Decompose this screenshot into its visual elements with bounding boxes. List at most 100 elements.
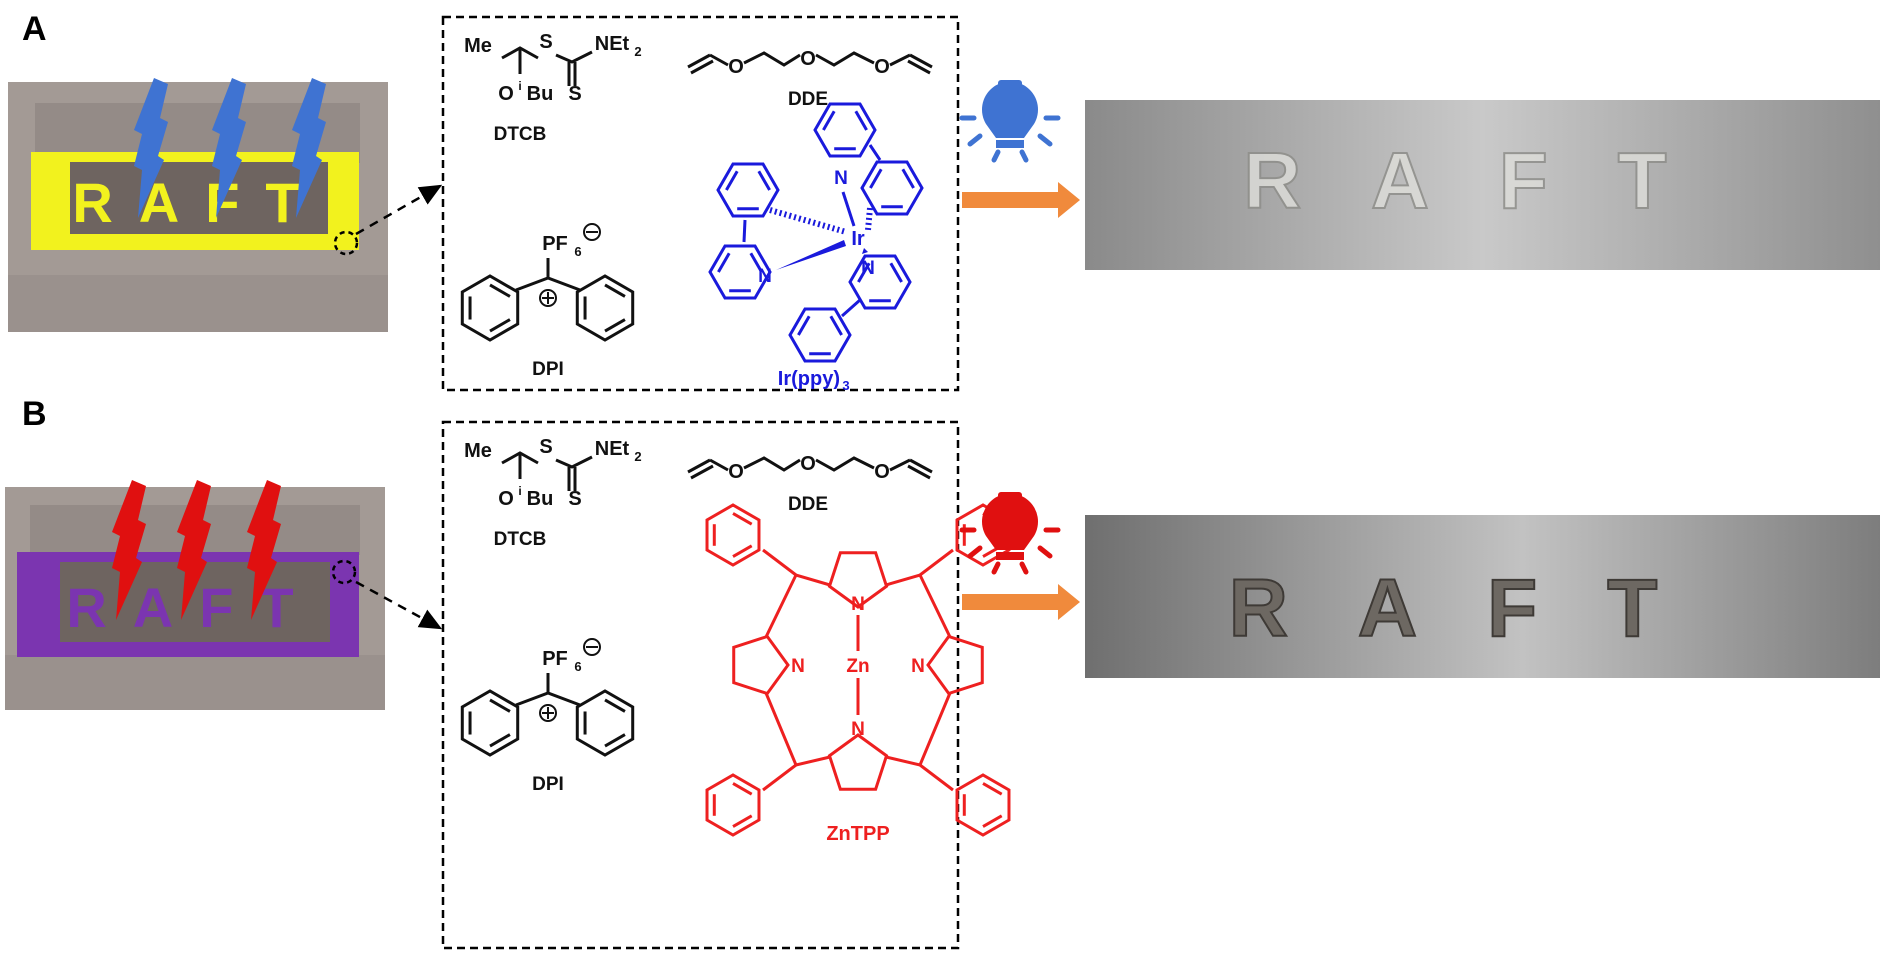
bulb-glass — [982, 493, 1038, 550]
compound-name-catalyst: Ir(ppy) — [778, 368, 840, 390]
atom-bu: Bu — [527, 83, 554, 105]
bond — [907, 59, 931, 75]
atom-n: N — [911, 656, 925, 677]
aromatic-ring — [460, 689, 520, 757]
lightning-bolt-icon — [247, 480, 281, 620]
light-ray — [991, 561, 1001, 575]
aromatic-ring — [955, 773, 1011, 837]
bulb-base — [998, 80, 1022, 88]
aromatic-ring — [575, 689, 635, 757]
compound-name-dtcb: DTCB — [494, 529, 547, 550]
lightning-bolt-icon — [212, 78, 246, 218]
bond — [742, 219, 747, 243]
atom-s: S — [568, 83, 581, 105]
light-ray — [1037, 133, 1053, 147]
atom-bu: Bu — [527, 488, 554, 510]
subscript: 2 — [634, 449, 641, 464]
atom-s: S — [539, 31, 552, 53]
double-bond — [732, 544, 753, 558]
aromatic-ring — [575, 274, 635, 342]
formulation-box — [441, 420, 960, 950]
hash-bond — [769, 207, 847, 235]
subscript: 2 — [634, 44, 641, 59]
lightning-bolt-icons — [134, 78, 326, 218]
aromatic-ring — [716, 162, 780, 218]
bulb-neck — [996, 140, 1024, 148]
zoom-circle — [333, 230, 359, 256]
double-bond — [717, 252, 731, 273]
printed-photo: RAFT — [1085, 100, 1880, 270]
meso-bridge — [764, 573, 831, 638]
light-bulb-icon — [959, 492, 1061, 575]
atom-n: N — [861, 258, 875, 279]
atom-s: S — [539, 436, 552, 458]
bond — [841, 298, 861, 318]
bond — [515, 276, 581, 292]
double-bond — [857, 262, 871, 283]
meso-bridge — [764, 692, 831, 767]
bond — [687, 458, 711, 474]
atom-o: O — [498, 83, 514, 105]
compound-name-dpi: DPI — [532, 774, 564, 795]
atom-pf6: PF — [542, 648, 568, 670]
bond — [762, 763, 797, 792]
positive-charge-icon — [539, 704, 557, 722]
double-bond — [604, 698, 626, 713]
double-bond — [604, 733, 626, 748]
double-bond — [982, 782, 1003, 796]
atom-me: Me — [464, 35, 492, 57]
photo-text: RAFT — [1229, 563, 1728, 654]
compound-name-dpi: DPI — [532, 359, 564, 380]
bond — [909, 53, 933, 69]
panel-label: A — [22, 10, 47, 48]
double-bond — [901, 168, 915, 189]
zoom-arrow — [355, 184, 443, 236]
photo-text: RAFT — [1243, 136, 1736, 225]
light-ray — [967, 133, 983, 147]
bond — [709, 53, 729, 67]
atom-o: O — [800, 48, 816, 70]
aromatic-ring — [705, 773, 761, 837]
atom-o: O — [874, 56, 890, 78]
negative-charge-icon — [583, 638, 601, 656]
double-bond — [732, 814, 753, 828]
double-bond — [732, 782, 753, 796]
atom-ir: Ir — [851, 228, 865, 250]
compound-name-catalyst: ZnTPP — [826, 823, 889, 845]
lightning-bolt-icon — [292, 78, 326, 218]
double-bond — [489, 318, 511, 333]
atom-n: N — [851, 719, 865, 740]
bond — [868, 144, 882, 161]
printed-photo: RAFT — [1085, 515, 1880, 678]
pyrrole-ring — [732, 634, 790, 696]
double-bond — [749, 252, 763, 273]
bond — [815, 456, 875, 472]
bond — [515, 691, 581, 707]
pyrrole-ring — [926, 634, 984, 696]
atom-pf6: PF — [542, 233, 568, 255]
bond — [889, 53, 911, 67]
double-bond — [829, 315, 843, 336]
atom-n: N — [758, 266, 772, 287]
bond — [555, 50, 593, 64]
double-bond — [732, 512, 753, 526]
zoom-circle — [331, 559, 357, 585]
compound-name-dde: DDE — [788, 89, 828, 110]
wedge-bond — [862, 248, 868, 254]
wedge-bond — [776, 240, 846, 270]
double-bond — [725, 170, 739, 191]
atom-s: S — [568, 488, 581, 510]
bond — [743, 51, 801, 67]
printer-device: RAFT — [5, 480, 385, 710]
lightning-bolt-icons — [112, 480, 281, 620]
atom-o: O — [800, 453, 816, 475]
hash-bond — [865, 207, 873, 231]
aromatic-ring — [705, 503, 761, 567]
atom-o: O — [874, 461, 890, 483]
compound-name-dde: DDE — [788, 494, 828, 515]
subscript: 6 — [574, 659, 581, 674]
